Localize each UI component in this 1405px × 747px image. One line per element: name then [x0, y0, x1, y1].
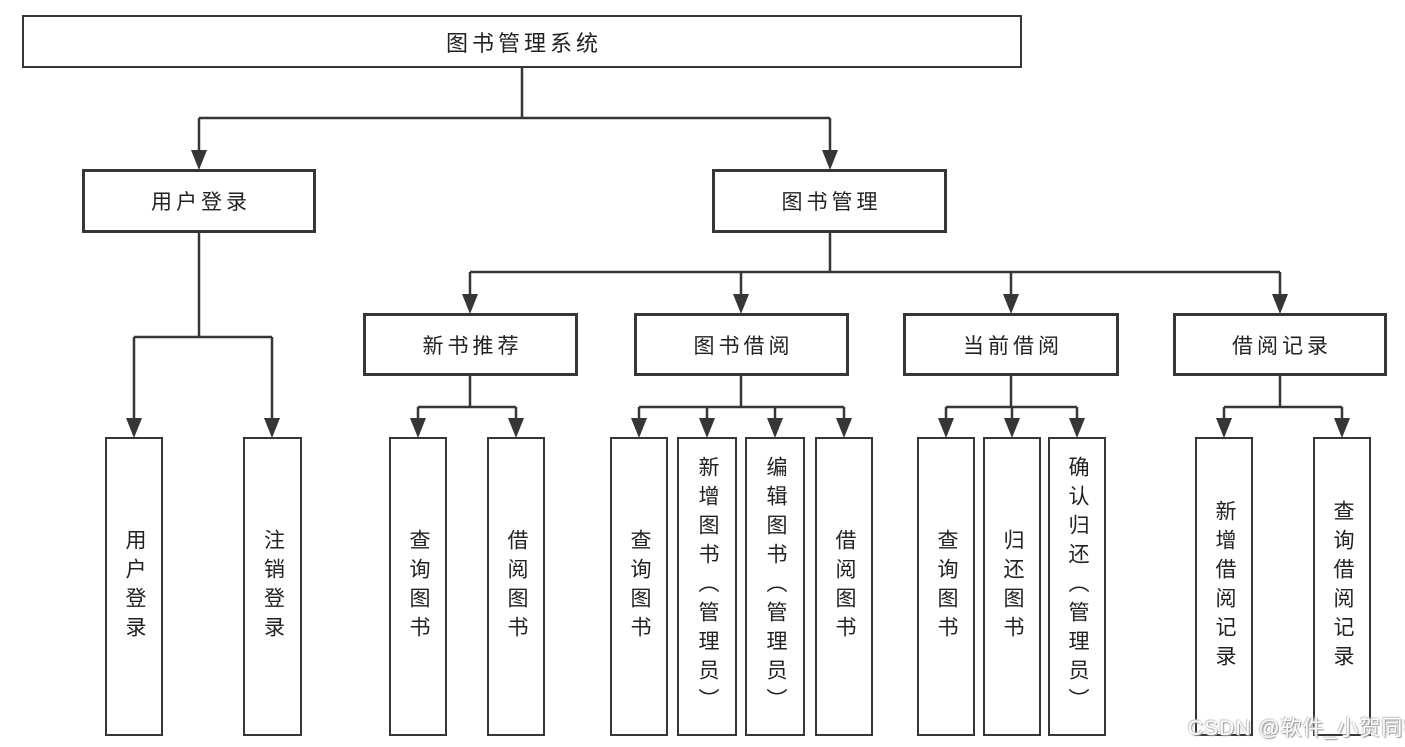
- node-user-login: 用户登录: [82, 169, 316, 233]
- node-new-book-recommend: 新书推荐: [363, 313, 578, 376]
- connector-borrowing-records-to-leaves: [1222, 376, 1344, 420]
- connector-root-to-level2: [197, 68, 832, 152]
- node-borrowing-records: 借阅记录: [1173, 313, 1387, 376]
- leaf-query-borrow-record: 查询借阅记录: [1313, 437, 1371, 736]
- leaf-borrow-books-recommend: 借阅图书: [487, 437, 545, 736]
- leaf-user-login: 用户登录: [105, 437, 163, 736]
- node-current-borrowing: 当前借阅: [903, 313, 1119, 376]
- arrowheads: [126, 150, 1350, 438]
- leaf-query-books-recommend: 查询图书: [389, 437, 447, 736]
- leaf-return-books: 归还图书: [983, 437, 1041, 736]
- node-book-borrowing: 图书借阅: [634, 313, 849, 376]
- leaf-add-book-admin: 新增图书（管理员）: [677, 437, 737, 736]
- connector-book-management-to-level3: [468, 233, 1282, 296]
- leaf-logout: 注销登录: [243, 437, 302, 736]
- connector-book-borrowing-to-leaves: [637, 376, 846, 420]
- leaf-borrow-books-borrowing: 借阅图书: [815, 437, 873, 736]
- leaf-query-books-borrowing: 查询图书: [610, 437, 668, 736]
- leaf-add-borrow-record: 新增借阅记录: [1195, 437, 1253, 736]
- leaf-edit-book-admin: 编辑图书（管理员）: [745, 437, 805, 736]
- leaf-query-books-current: 查询图书: [917, 437, 975, 736]
- connector-user-login-to-leaves: [132, 233, 274, 420]
- watermark: CSDN @软件_小贺同学: [1188, 717, 1405, 740]
- connector-new-book-recommend-to-leaves: [416, 376, 518, 420]
- node-book-management: 图书管理: [712, 169, 947, 233]
- leaf-confirm-return-admin: 确认归还（管理员）: [1048, 437, 1106, 736]
- node-library-system-root: 图书管理系统: [22, 15, 1022, 68]
- connector-current-borrowing-to-leaves: [944, 376, 1079, 420]
